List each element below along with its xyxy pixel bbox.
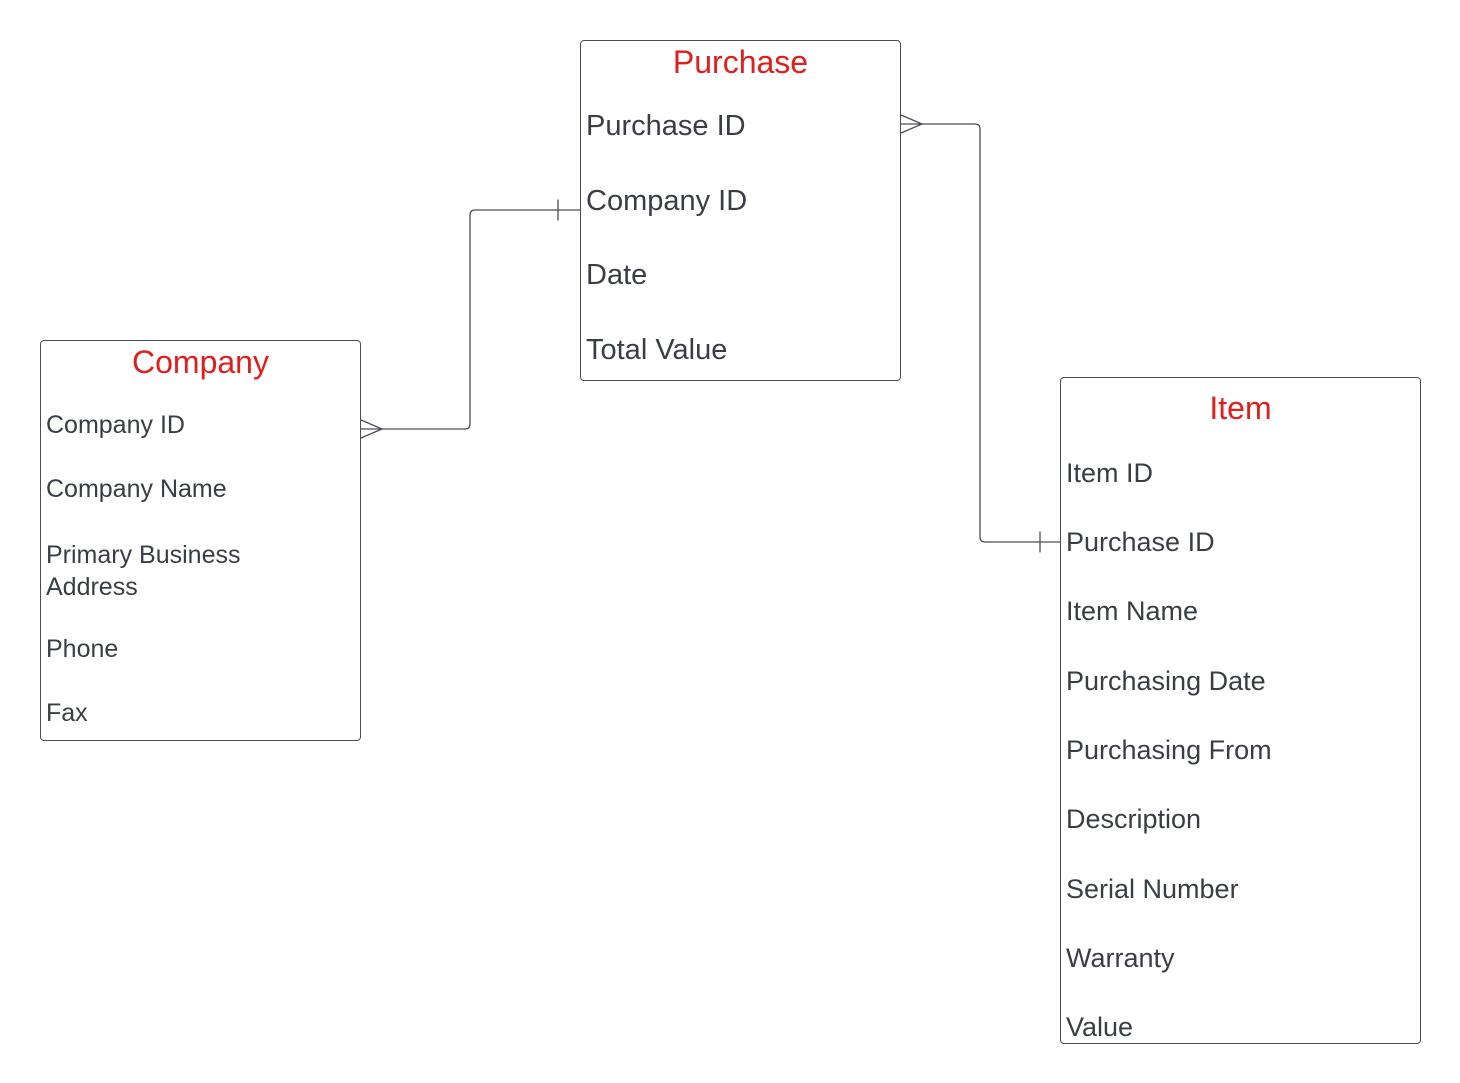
entity-title-purchase: Purchase (672, 44, 809, 80)
attribute-purchase-id: Purchase ID (1066, 527, 1215, 557)
attribute-item-id: Item ID (1066, 458, 1154, 488)
attribute-serial-number: Serial Number (1066, 874, 1239, 904)
entity-purchase[interactable]: Purchase Purchase ID Company ID Date Tot… (580, 40, 901, 381)
attribute-date: Date (586, 259, 648, 291)
attribute-total-value: Total Value (586, 334, 728, 366)
attribute-primary-business-address: Primary Business Address (46, 541, 241, 601)
attribute-company-name: Company Name (46, 475, 227, 503)
entity-company[interactable]: Company Company ID Company Name Primary … (40, 340, 361, 741)
attribute-purchasing-date: Purchasing Date (1066, 666, 1266, 696)
attribute-purchasing-from: Purchasing From (1066, 735, 1272, 765)
attribute-company-id: Company ID (46, 411, 185, 439)
attribute-company-id: Company ID (586, 185, 748, 217)
relationship-company-purchase (360, 209, 581, 430)
attribute-value: Value (1066, 1012, 1134, 1042)
entity-title-item: Item (1209, 390, 1272, 426)
attribute-description: Description (1066, 804, 1202, 834)
attribute-fax: Fax (46, 699, 88, 727)
attribute-purchase-id: Purchase ID (586, 110, 746, 142)
crowfoot-many-purchase (900, 114, 923, 134)
entity-item[interactable]: Item Item ID Purchase ID Item Name Purch… (1060, 377, 1421, 1044)
crowfoot-many-company (360, 419, 383, 439)
attribute-item-name: Item Name (1066, 596, 1199, 626)
attribute-phone: Phone (46, 635, 119, 663)
relationship-purchase-item (900, 123, 1061, 543)
entity-title-company: Company (132, 344, 269, 380)
attribute-warranty: Warranty (1066, 943, 1175, 973)
